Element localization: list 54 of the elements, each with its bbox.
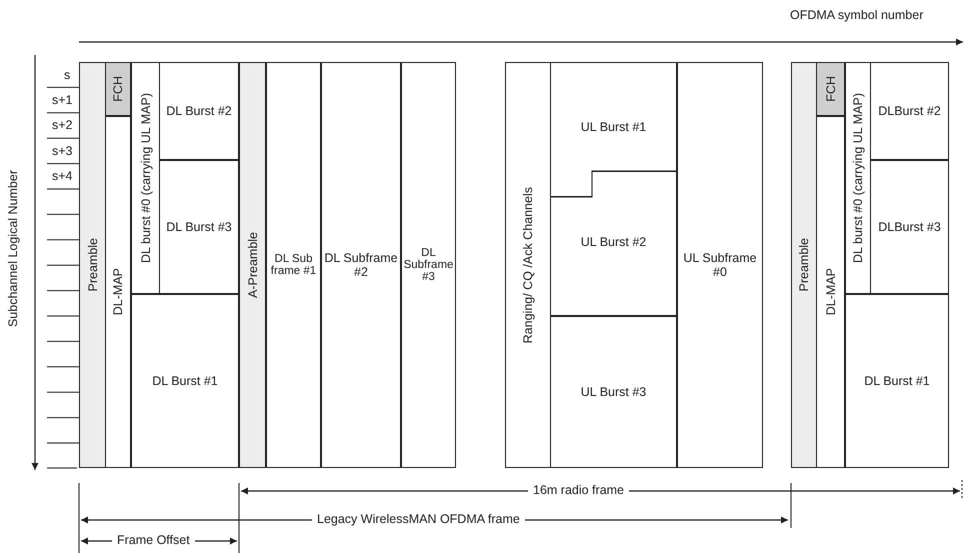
block-label: A-Preamble (246, 232, 260, 298)
block-label: UL Burst #3 (580, 385, 648, 399)
axis-label: Subchannel Logical Number (6, 170, 20, 328)
block-label: DL-MAP (111, 268, 125, 316)
block-label: DL Burst #1 (863, 374, 931, 388)
burst-block (159, 62, 239, 160)
block-label: DL-MAP (824, 268, 838, 316)
dimension-label: Frame Offset (112, 533, 195, 547)
axis-label: OFDMA symbol number (790, 8, 924, 22)
burst-block (131, 294, 239, 468)
burst-block (870, 160, 949, 294)
block-label: DL burst #0 (carrying UL MAP) (138, 93, 152, 263)
block-label: DLBurst #2 (877, 104, 942, 118)
header-block (105, 62, 131, 116)
burst-block (870, 62, 949, 160)
block-label: DLBurst #3 (877, 220, 942, 234)
block-label: UL Burst #1 (580, 120, 646, 134)
burst-block (159, 160, 239, 294)
block-label: Preamble (86, 238, 100, 292)
block-label: UL Burst #2 (580, 235, 646, 249)
row-label: s+1 (52, 93, 73, 107)
subframe-block (401, 62, 456, 468)
burst-block (550, 171, 677, 316)
block-label: DL Subframe #3 (402, 247, 454, 283)
block-label: DL Subframe #2 (323, 251, 399, 279)
block-label: UL Subframe #0 (682, 251, 758, 279)
burst-block (550, 316, 677, 468)
preamble-band (79, 62, 106, 468)
block-label: FCH (824, 76, 838, 102)
subframe-block (266, 62, 321, 468)
preamble-band (239, 62, 266, 468)
block-label: DL Burst #1 (151, 374, 219, 388)
row-label: s (64, 68, 70, 82)
block-label: FCH (111, 76, 125, 102)
burst-block (845, 294, 949, 468)
burst-block (845, 62, 871, 294)
block-label: DL Sub frame #1 (270, 253, 318, 277)
burst-block (131, 62, 160, 294)
row-label: s+3 (52, 144, 73, 158)
block-label: DL burst #0 (carrying UL MAP) (851, 93, 865, 263)
block-label: DL Burst #2 (165, 104, 233, 118)
dimension-label: 16m radio frame (528, 483, 630, 497)
preamble-band (791, 62, 817, 468)
block-label: Ranging/ CQ /Ack Channels (521, 186, 535, 344)
header-block (816, 62, 845, 116)
subframe-block (321, 62, 401, 468)
row-label: s+4 (52, 169, 73, 183)
map-block (105, 116, 131, 468)
row-label: s+2 (52, 118, 73, 132)
map-block (816, 116, 845, 468)
channel-block (505, 62, 551, 468)
block-label: DL Burst #3 (165, 220, 233, 234)
dimension-label: Legacy WirelessMAN OFDMA frame (312, 512, 525, 526)
block-label: Preamble (797, 238, 811, 292)
